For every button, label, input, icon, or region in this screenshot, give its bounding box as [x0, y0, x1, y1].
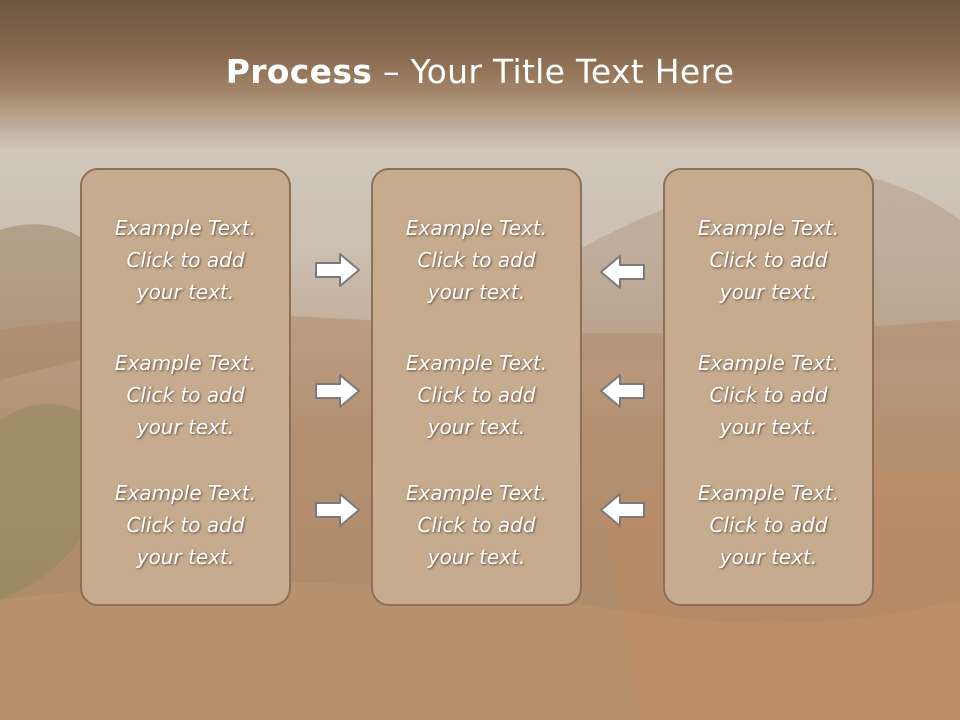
arrow-right-icon [315, 374, 360, 408]
panel-text-box[interactable]: Example Text. Click to add your text. [114, 481, 257, 569]
title-band [0, 0, 960, 150]
process-panel-center: Example Text. Click to add your text. Ex… [371, 168, 582, 606]
panel-text-box[interactable]: Example Text. Click to add your text. [697, 216, 840, 304]
panel-text-box[interactable]: Example Text. Click to add your text. [697, 351, 840, 439]
panel-text-box[interactable]: Example Text. Click to add your text. [697, 481, 840, 569]
title-rest: – Your Title Text Here [372, 52, 735, 91]
slide-title[interactable]: Process – Your Title Text Here [0, 52, 960, 91]
panel-text-box[interactable]: Example Text. Click to add your text. [405, 216, 548, 304]
arrow-left-icon [600, 374, 645, 408]
title-bold: Process [225, 52, 373, 91]
arrow-left-icon [600, 255, 645, 289]
process-panel-left: Example Text. Click to add your text. Ex… [80, 168, 291, 606]
arrow-right-icon [315, 253, 360, 287]
panel-text-box[interactable]: Example Text. Click to add your text. [405, 351, 548, 439]
panel-text-box[interactable]: Example Text. Click to add your text. [114, 216, 257, 304]
arrow-right-icon [315, 493, 360, 527]
panel-text-box[interactable]: Example Text. Click to add your text. [405, 481, 548, 569]
arrow-left-icon [600, 493, 645, 527]
panel-text-box[interactable]: Example Text. Click to add your text. [114, 351, 257, 439]
process-panel-right: Example Text. Click to add your text. Ex… [663, 168, 874, 606]
